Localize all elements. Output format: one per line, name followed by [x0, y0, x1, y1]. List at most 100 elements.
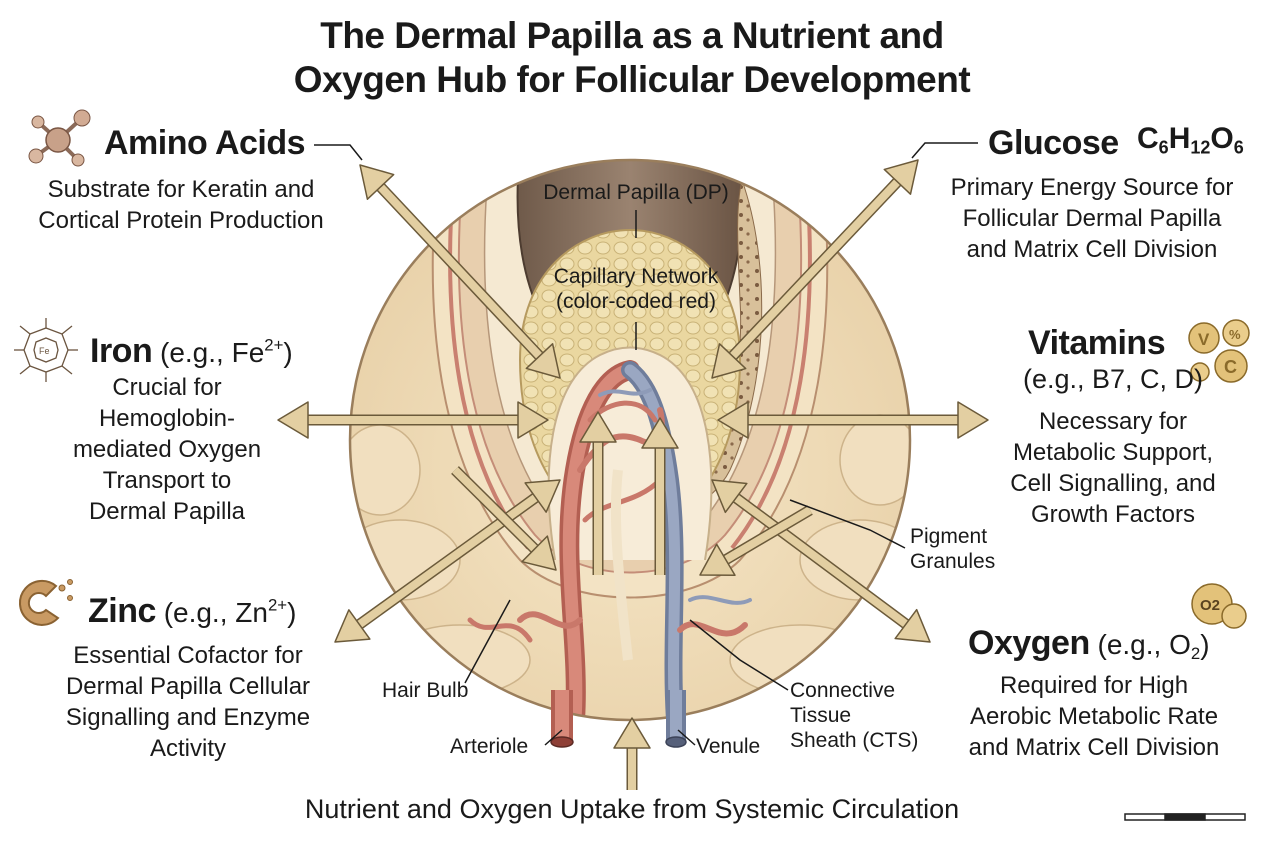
- zinc-name: Zinc: [88, 592, 156, 630]
- oxygen-heading: Oxygen (e.g., O2): [968, 626, 1210, 662]
- vitamins-name: Vitamins: [1028, 324, 1166, 362]
- zinc-arrow-head: [524, 479, 561, 513]
- oxygen-arrow-head: [711, 479, 748, 514]
- vessel-ends: [550, 690, 687, 748]
- glucose-description: Primary Energy Source for Follicular Der…: [930, 172, 1254, 265]
- pigment-label-line: Pigment: [910, 525, 988, 548]
- systemic-uptake-arrow-head: [613, 717, 651, 749]
- svg-text:%: %: [1229, 327, 1241, 342]
- connective-tissue-sheath-label: Connective Tissue Sheath (CTS): [790, 678, 918, 753]
- amino-acids-arrow-head: [525, 343, 561, 379]
- zinc-desc-line: Signalling and Enzyme: [65, 704, 311, 731]
- sheath-flow-arrow-right-shaft: [718, 506, 813, 567]
- glucose-desc-line: Follicular Dermal Papilla: [962, 205, 1222, 232]
- zinc-desc-line: Essential Cofactor for: [73, 642, 303, 669]
- iron-desc-line: Crucial for: [112, 374, 222, 401]
- arteriole-label: Arteriole: [450, 735, 529, 758]
- vitamins-heading: Vitamins: [1028, 324, 1166, 362]
- capillary-network-label: Capillary Network (color-coded red): [506, 264, 766, 314]
- molecule-icon: [28, 109, 91, 167]
- cts-label-line: Sheath (CTS): [790, 729, 919, 752]
- zinc-arrow-tail-head: [334, 609, 371, 643]
- scale-bar: [1124, 813, 1246, 821]
- page-title: The Dermal Papilla as a Nutrient and Oxy…: [0, 14, 1264, 102]
- iron-description: Crucial for Hemoglobin- mediated Oxygen …: [36, 372, 298, 527]
- oxygen-description: Required for High Aerobic Metabolic Rate…: [946, 670, 1242, 763]
- iron-heading: Iron (e.g., Fe2+): [90, 334, 293, 370]
- vitamins-desc-line: Cell Signalling, and: [1010, 470, 1216, 497]
- zinc-example: (e.g., Zn2+): [163, 595, 297, 628]
- zinc-desc-line: Dermal Papilla Cellular: [65, 673, 311, 700]
- svg-text:C: C: [1224, 357, 1237, 377]
- vitamins-example: (e.g., B7, C, D): [1022, 364, 1204, 394]
- glucose-arrow-head: [711, 343, 747, 379]
- sheath-flow-arrow-left-shaft: [452, 467, 542, 556]
- dermal-papilla-label: Dermal Papilla (DP): [543, 181, 729, 204]
- sheath-flow-arrow-left-head: [521, 535, 557, 571]
- oxygen-desc-line: Required for High: [999, 672, 1189, 699]
- iron-example: (e.g., Fe2+): [160, 335, 293, 368]
- zinc-description: Essential Cofactor for Dermal Papilla Ce…: [36, 640, 340, 764]
- oxygen-name: Oxygen: [968, 624, 1090, 662]
- oxygen-arrow-tail-head: [894, 608, 931, 643]
- svg-text:V: V: [1198, 330, 1210, 349]
- heme-icon: Fe: [14, 318, 78, 382]
- amino-acids-name: Amino Acids: [104, 124, 306, 162]
- vitamins-desc-line: Metabolic Support,: [1012, 439, 1214, 466]
- iron-name: Iron: [90, 332, 153, 370]
- title-line-1: The Dermal Papilla as a Nutrient and: [320, 15, 944, 56]
- zinc-cell-icon: [18, 579, 73, 626]
- bulb-up-arrow-left-head: [579, 411, 617, 443]
- oxygen-bubble-icon: O2: [1191, 583, 1247, 629]
- zinc-desc-line: Activity: [149, 735, 226, 762]
- vitamins-description: Necessary for Metabolic Support, Cell Si…: [990, 406, 1236, 530]
- vitamin-capsules-icon: V C %: [1188, 319, 1250, 383]
- iron-arrow-head: [517, 401, 549, 439]
- cross-section: [350, 160, 910, 720]
- vitamins-arrow-tail-head: [957, 401, 989, 439]
- oxygen-desc-line: and Matrix Cell Division: [968, 734, 1220, 761]
- iron-desc-line: Hemoglobin-: [98, 405, 236, 432]
- vitamins-arrow-head: [717, 401, 749, 439]
- cts-label-line: Tissue: [790, 704, 852, 727]
- vitamins-desc-line: Growth Factors: [1030, 501, 1196, 528]
- title-line-2: Oxygen Hub for Follicular Development: [293, 59, 971, 100]
- iron-arrow-tail-head: [277, 401, 309, 439]
- glucose-name: Glucose: [988, 124, 1119, 162]
- svg-text:Fe: Fe: [39, 346, 50, 356]
- glucose-heading: Glucose: [988, 126, 1119, 162]
- pigment-granules-label: Pigment Granules: [910, 524, 995, 574]
- amino-desc-line: Cortical Protein Production: [38, 207, 324, 234]
- amino-acids-arrow-tail-head: [359, 164, 395, 200]
- leader-lines: [314, 142, 978, 746]
- zinc-heading: Zinc (e.g., Zn2+): [88, 594, 296, 630]
- amino-acids-heading: Amino Acids: [104, 124, 306, 162]
- glucose-desc-line: Primary Energy Source for: [950, 174, 1234, 201]
- oxygen-example: (e.g., O2): [1097, 629, 1210, 664]
- bottom-caption: Nutrient and Oxygen Uptake from Systemic…: [304, 794, 960, 824]
- svg-text:O2: O2: [1200, 597, 1220, 614]
- glucose-formula: C6H12O6: [1137, 122, 1244, 158]
- capillary-label-line: (color-coded red): [556, 290, 716, 313]
- sheath-flow-arrow-right-head: [699, 543, 736, 576]
- bulb-up-arrow-right-head: [641, 417, 679, 449]
- cts-label-line: Connective: [790, 679, 896, 702]
- amino-acids-description: Substrate for Keratin and Cortical Prote…: [20, 174, 342, 236]
- iron-desc-line: mediated Oxygen: [72, 436, 262, 463]
- pigment-label-line: Granules: [910, 550, 996, 573]
- glucose-desc-line: and Matrix Cell Division: [966, 236, 1218, 263]
- amino-desc-line: Substrate for Keratin and: [47, 176, 315, 203]
- arrows-group: [277, 159, 989, 790]
- venule-label: Venule: [696, 735, 761, 758]
- oxygen-desc-line: Aerobic Metabolic Rate: [969, 703, 1219, 730]
- capillary-label-line: Capillary Network: [553, 265, 719, 288]
- amino-acids-arrow-shaft: [373, 179, 547, 364]
- glucose-arrow-tail-head: [883, 159, 919, 195]
- glucose-arrow-shaft: [725, 174, 905, 364]
- oxygen-arrow-shaft: [728, 491, 914, 631]
- iron-desc-line: Transport to: [102, 467, 232, 494]
- hair-bulb-label: Hair Bulb: [382, 679, 469, 702]
- iron-desc-line: Dermal Papilla: [88, 498, 246, 525]
- vitamins-desc-line: Necessary for: [1038, 408, 1188, 435]
